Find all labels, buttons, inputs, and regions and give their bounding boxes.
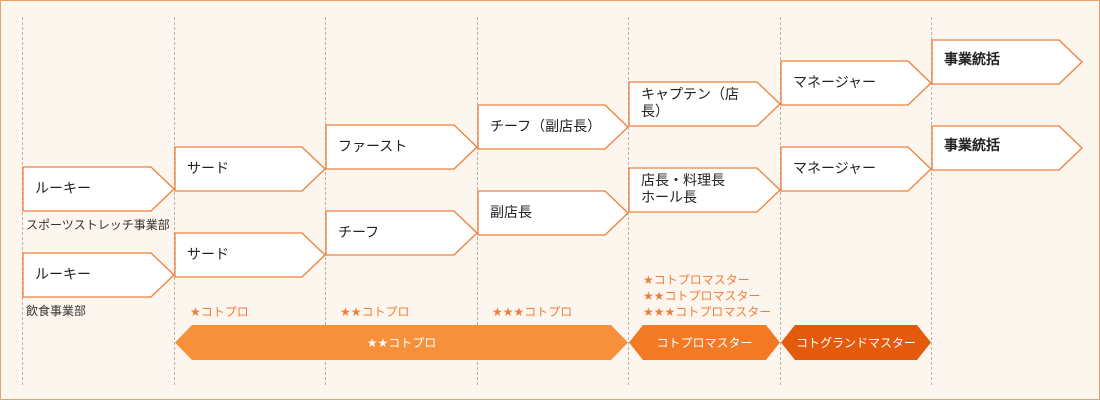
rank-label: ★コトプロ [190, 305, 249, 319]
column-divider [325, 17, 326, 385]
step-label: チーフ [338, 224, 380, 241]
step-manager-top: マネージャー [780, 60, 932, 106]
step-third-food: サード [174, 232, 326, 278]
step-label: 副店長 [490, 204, 532, 221]
step-label: マネージャー [793, 160, 877, 177]
step-chief-vice-manager: チーフ（副店長） [477, 104, 629, 150]
step-label: 事業統括 [944, 52, 1000, 68]
department-label: スポーツストレッチ事業部 [26, 218, 170, 232]
column-divider [931, 17, 932, 385]
step-third-sports: サード [174, 146, 326, 192]
step-label: 事業統括 [944, 138, 1000, 154]
rank-label: ★★コトプロ [340, 305, 410, 319]
step-label: マネージャー [793, 74, 877, 91]
step-label: サード [187, 246, 229, 263]
column-divider [174, 17, 175, 385]
band-label: コトグランドマスター [795, 336, 916, 350]
band-label: ★★コトプロ [366, 336, 437, 350]
step-label: 店長・料理長 ホール長 [641, 168, 756, 212]
step-label-line: 店長・料理長 [641, 173, 725, 189]
step-rookie-food: ルーキー [22, 252, 175, 298]
column-divider [780, 17, 781, 385]
step-business-head-top: 事業統括 [931, 39, 1083, 85]
band-grand-master: コトグランドマスター [781, 325, 931, 360]
rank-label: ★★★コトプロマスター [643, 305, 772, 319]
step-store-chef-hall: 店長・料理長 ホール長 [628, 167, 781, 213]
step-chief: チーフ [325, 210, 478, 256]
step-captain-manager: キャプテン（店長） [628, 81, 781, 127]
rank-label: ★コトプロマスター [643, 273, 750, 287]
rank-label: ★★★コトプロ [492, 305, 573, 319]
step-label: チーフ（副店長） [490, 118, 602, 135]
step-manager-bottom: マネージャー [780, 146, 932, 192]
step-business-head-bottom: 事業統括 [931, 125, 1083, 171]
step-rookie-sports: ルーキー [22, 166, 175, 212]
step-first: ファースト [325, 124, 478, 170]
department-label: 飲食事業部 [26, 304, 87, 318]
step-label: サード [187, 160, 229, 177]
step-label: キャプテン（店長） [641, 87, 739, 120]
rank-label: ★★コトプロマスター [643, 289, 761, 303]
step-vice-manager: 副店長 [477, 190, 629, 236]
step-label: ルーキー [35, 180, 91, 197]
band-kotopro: ★★コトプロ [175, 325, 628, 360]
band-master: コトプロマスター [629, 325, 780, 360]
band-label: コトプロマスター [656, 336, 753, 350]
step-label-line: ホール長 [641, 190, 697, 206]
step-label: ファースト [338, 138, 408, 155]
step-label: ルーキー [35, 266, 91, 283]
